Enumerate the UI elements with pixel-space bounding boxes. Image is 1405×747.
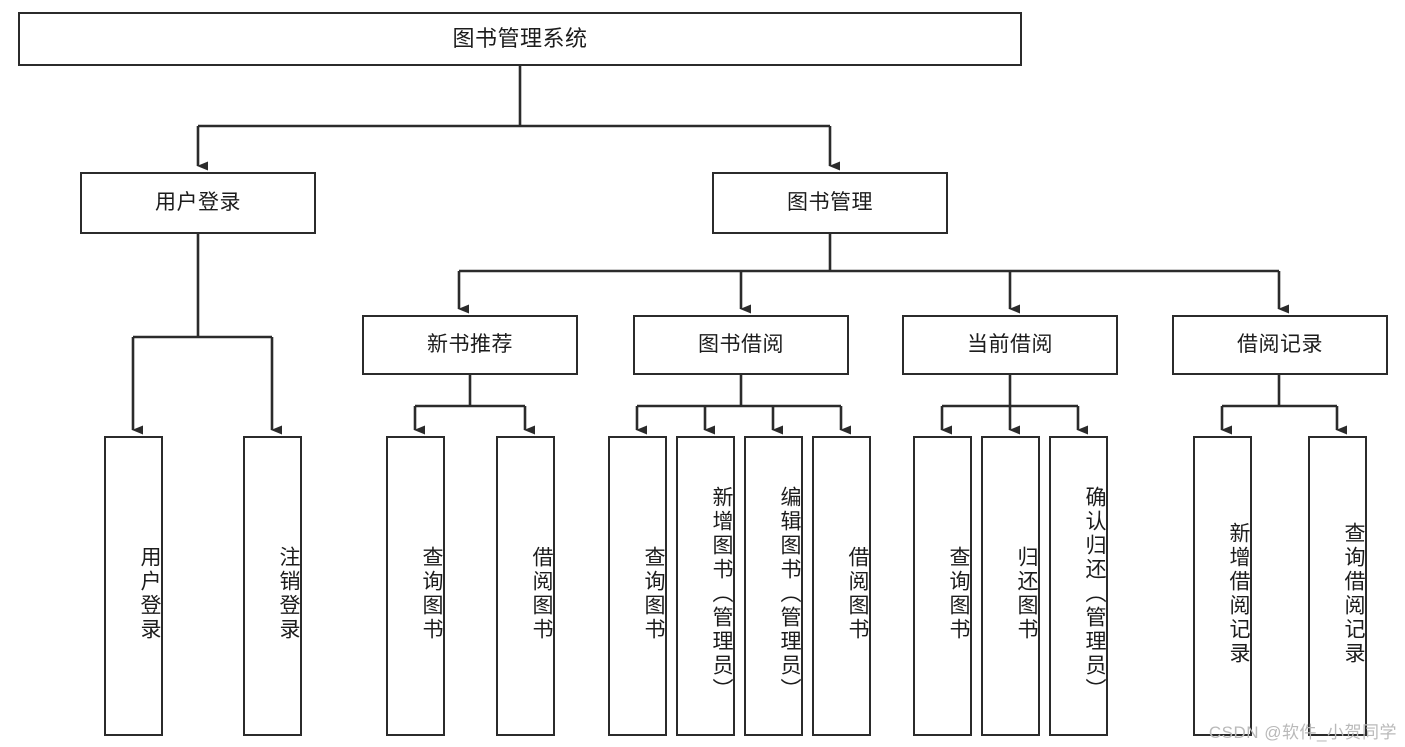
leaf-query-book-new-book-rec[interactable]: 查询图书 — [386, 436, 445, 736]
node-label: 编辑图书（管理员） — [778, 486, 801, 702]
node-current-borrowing[interactable]: 当前借阅 — [902, 315, 1118, 375]
node-label: 注销登录 — [277, 546, 300, 642]
node-label: 图书借阅 — [698, 332, 784, 356]
node-label: 新书推荐 — [427, 332, 513, 356]
node-book-management[interactable]: 图书管理 — [712, 172, 948, 234]
leaf-add-borrow-record[interactable]: 新增借阅记录 — [1193, 436, 1252, 736]
leaf-query-borrow-record[interactable]: 查询借阅记录 — [1308, 436, 1367, 736]
leaf-edit-book-admin[interactable]: 编辑图书（管理员） — [744, 436, 803, 736]
node-label: 图书管理系统 — [452, 26, 588, 52]
leaf-borrow-book-new-book-rec[interactable]: 借阅图书 — [496, 436, 555, 736]
leaf-user-login[interactable]: 用户登录 — [104, 436, 163, 736]
leaf-confirm-return-admin[interactable]: 确认归还（管理员） — [1049, 436, 1108, 736]
leaf-return-book[interactable]: 归还图书 — [981, 436, 1040, 736]
node-root-book-management-system[interactable]: 图书管理系统 — [18, 12, 1022, 66]
node-label: 确认归还（管理员） — [1083, 486, 1106, 702]
node-label: 借阅图书 — [846, 546, 869, 642]
node-label: 查询图书 — [420, 546, 443, 642]
node-label: 新增借阅记录 — [1227, 522, 1250, 666]
csdn-watermark: CSDN @软件_小贺同学 — [1208, 723, 1397, 742]
node-label: 归还图书 — [1015, 546, 1038, 642]
leaf-query-book-current-borrow[interactable]: 查询图书 — [913, 436, 972, 736]
node-label: 用户登录 — [155, 190, 241, 214]
node-label: 用户登录 — [138, 546, 161, 642]
leaf-logout[interactable]: 注销登录 — [243, 436, 302, 736]
leaf-add-book-admin[interactable]: 新增图书（管理员） — [676, 436, 735, 736]
node-label: 查询借阅记录 — [1342, 522, 1365, 666]
node-label: 查询图书 — [947, 546, 970, 642]
node-user-login[interactable]: 用户登录 — [80, 172, 316, 234]
node-label: 查询图书 — [642, 546, 665, 642]
node-borrowing-record[interactable]: 借阅记录 — [1172, 315, 1388, 375]
node-label: 借阅记录 — [1237, 332, 1323, 356]
node-label: 当前借阅 — [967, 332, 1053, 356]
node-label: 图书管理 — [787, 190, 873, 214]
node-label: 借阅图书 — [530, 546, 553, 642]
node-label: 新增图书（管理员） — [710, 486, 733, 702]
node-book-borrowing[interactable]: 图书借阅 — [633, 315, 849, 375]
node-new-book-recommendation[interactable]: 新书推荐 — [362, 315, 578, 375]
leaf-query-book-book-borrow[interactable]: 查询图书 — [608, 436, 667, 736]
leaf-borrow-book-book-borrow[interactable]: 借阅图书 — [812, 436, 871, 736]
